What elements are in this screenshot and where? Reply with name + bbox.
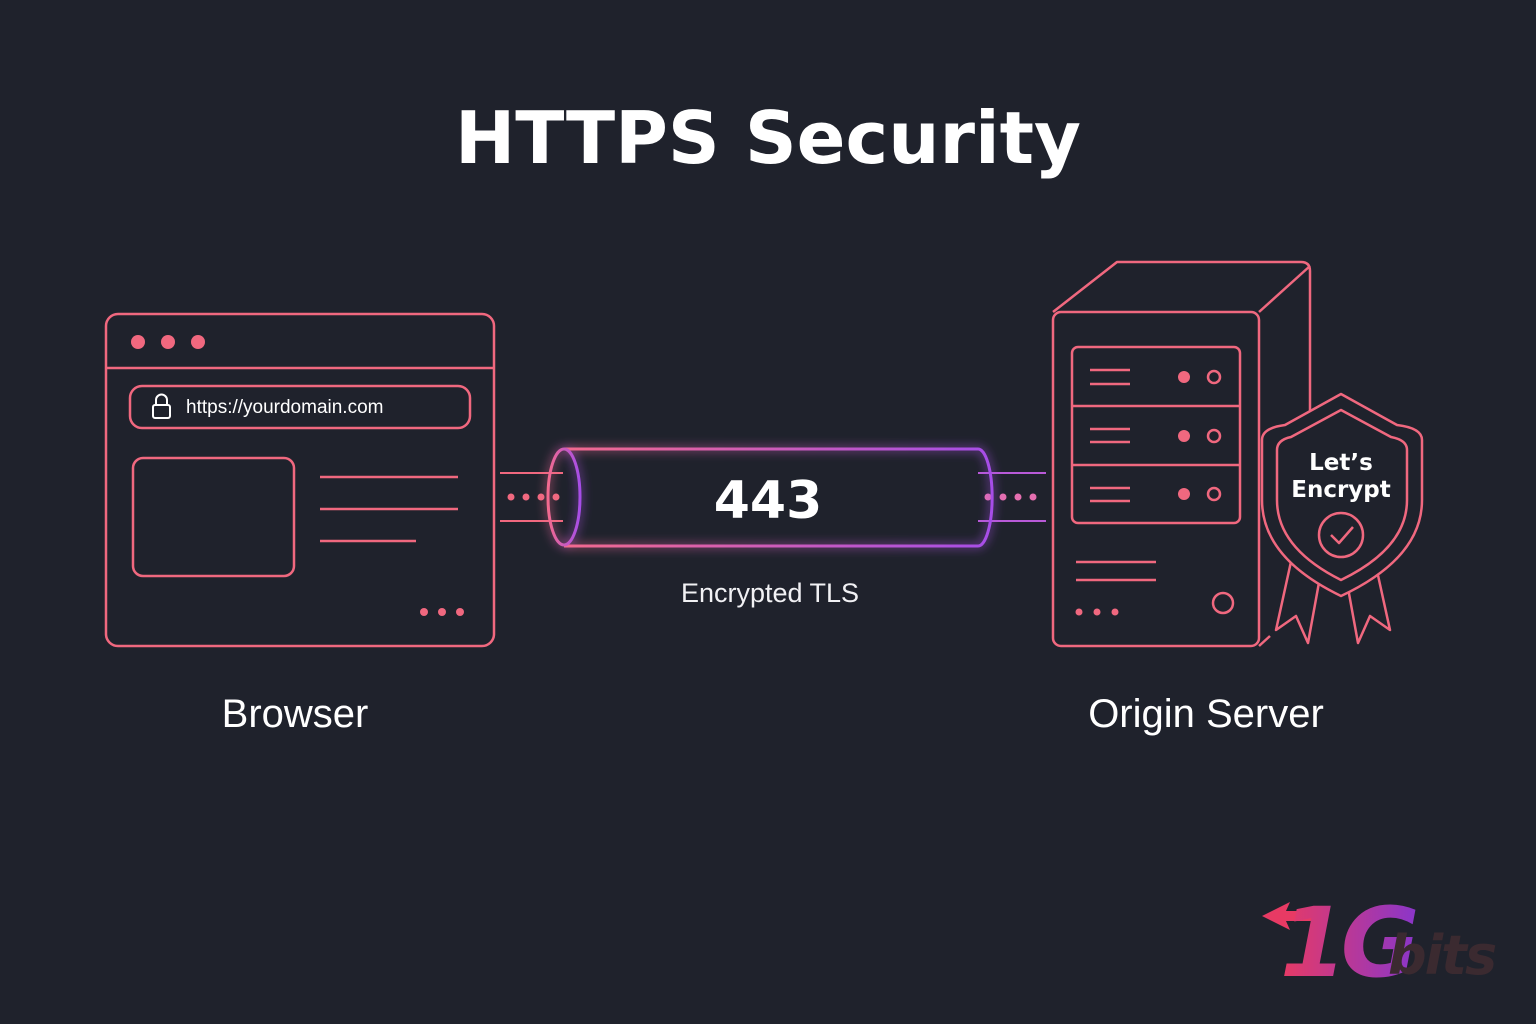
address-bar — [128, 384, 472, 430]
content-text-lines — [320, 475, 458, 543]
browser-url: https://yourdomain.com — [186, 397, 383, 418]
shield-badge-icon — [1260, 392, 1424, 645]
server-icon — [1051, 260, 1312, 648]
browser-label: Browser — [221, 692, 369, 736]
brand-suffix: bits — [1388, 924, 1496, 987]
browser-window-icon — [104, 312, 496, 648]
drive-status-lights — [1178, 369, 1222, 502]
server-label: Origin Server — [1088, 692, 1324, 736]
brand-logo: 1G bits — [1262, 887, 1498, 999]
brand-number: 1G — [1280, 887, 1416, 999]
port-number: 443 — [714, 471, 823, 531]
content-image-placeholder — [131, 456, 296, 578]
tls-tunnel — [546, 447, 994, 548]
lock-icon — [152, 393, 171, 419]
server-footer-dots — [1075, 608, 1119, 616]
page-title: HTTPS Security — [455, 96, 1081, 180]
brand-arrow-icon — [1262, 902, 1318, 930]
badge-line-1: Let’s — [1309, 450, 1373, 476]
left-connector — [500, 472, 563, 522]
badge-line-2: Encrypt — [1291, 477, 1391, 503]
tunnel-caption: Encrypted TLS — [680, 578, 860, 608]
drive-bay-lines — [1090, 368, 1130, 503]
check-circle-icon — [1317, 511, 1365, 559]
right-connector — [978, 472, 1046, 522]
power-button-icon — [1211, 591, 1235, 615]
footer-dots — [420, 608, 464, 616]
window-controls — [131, 335, 205, 349]
